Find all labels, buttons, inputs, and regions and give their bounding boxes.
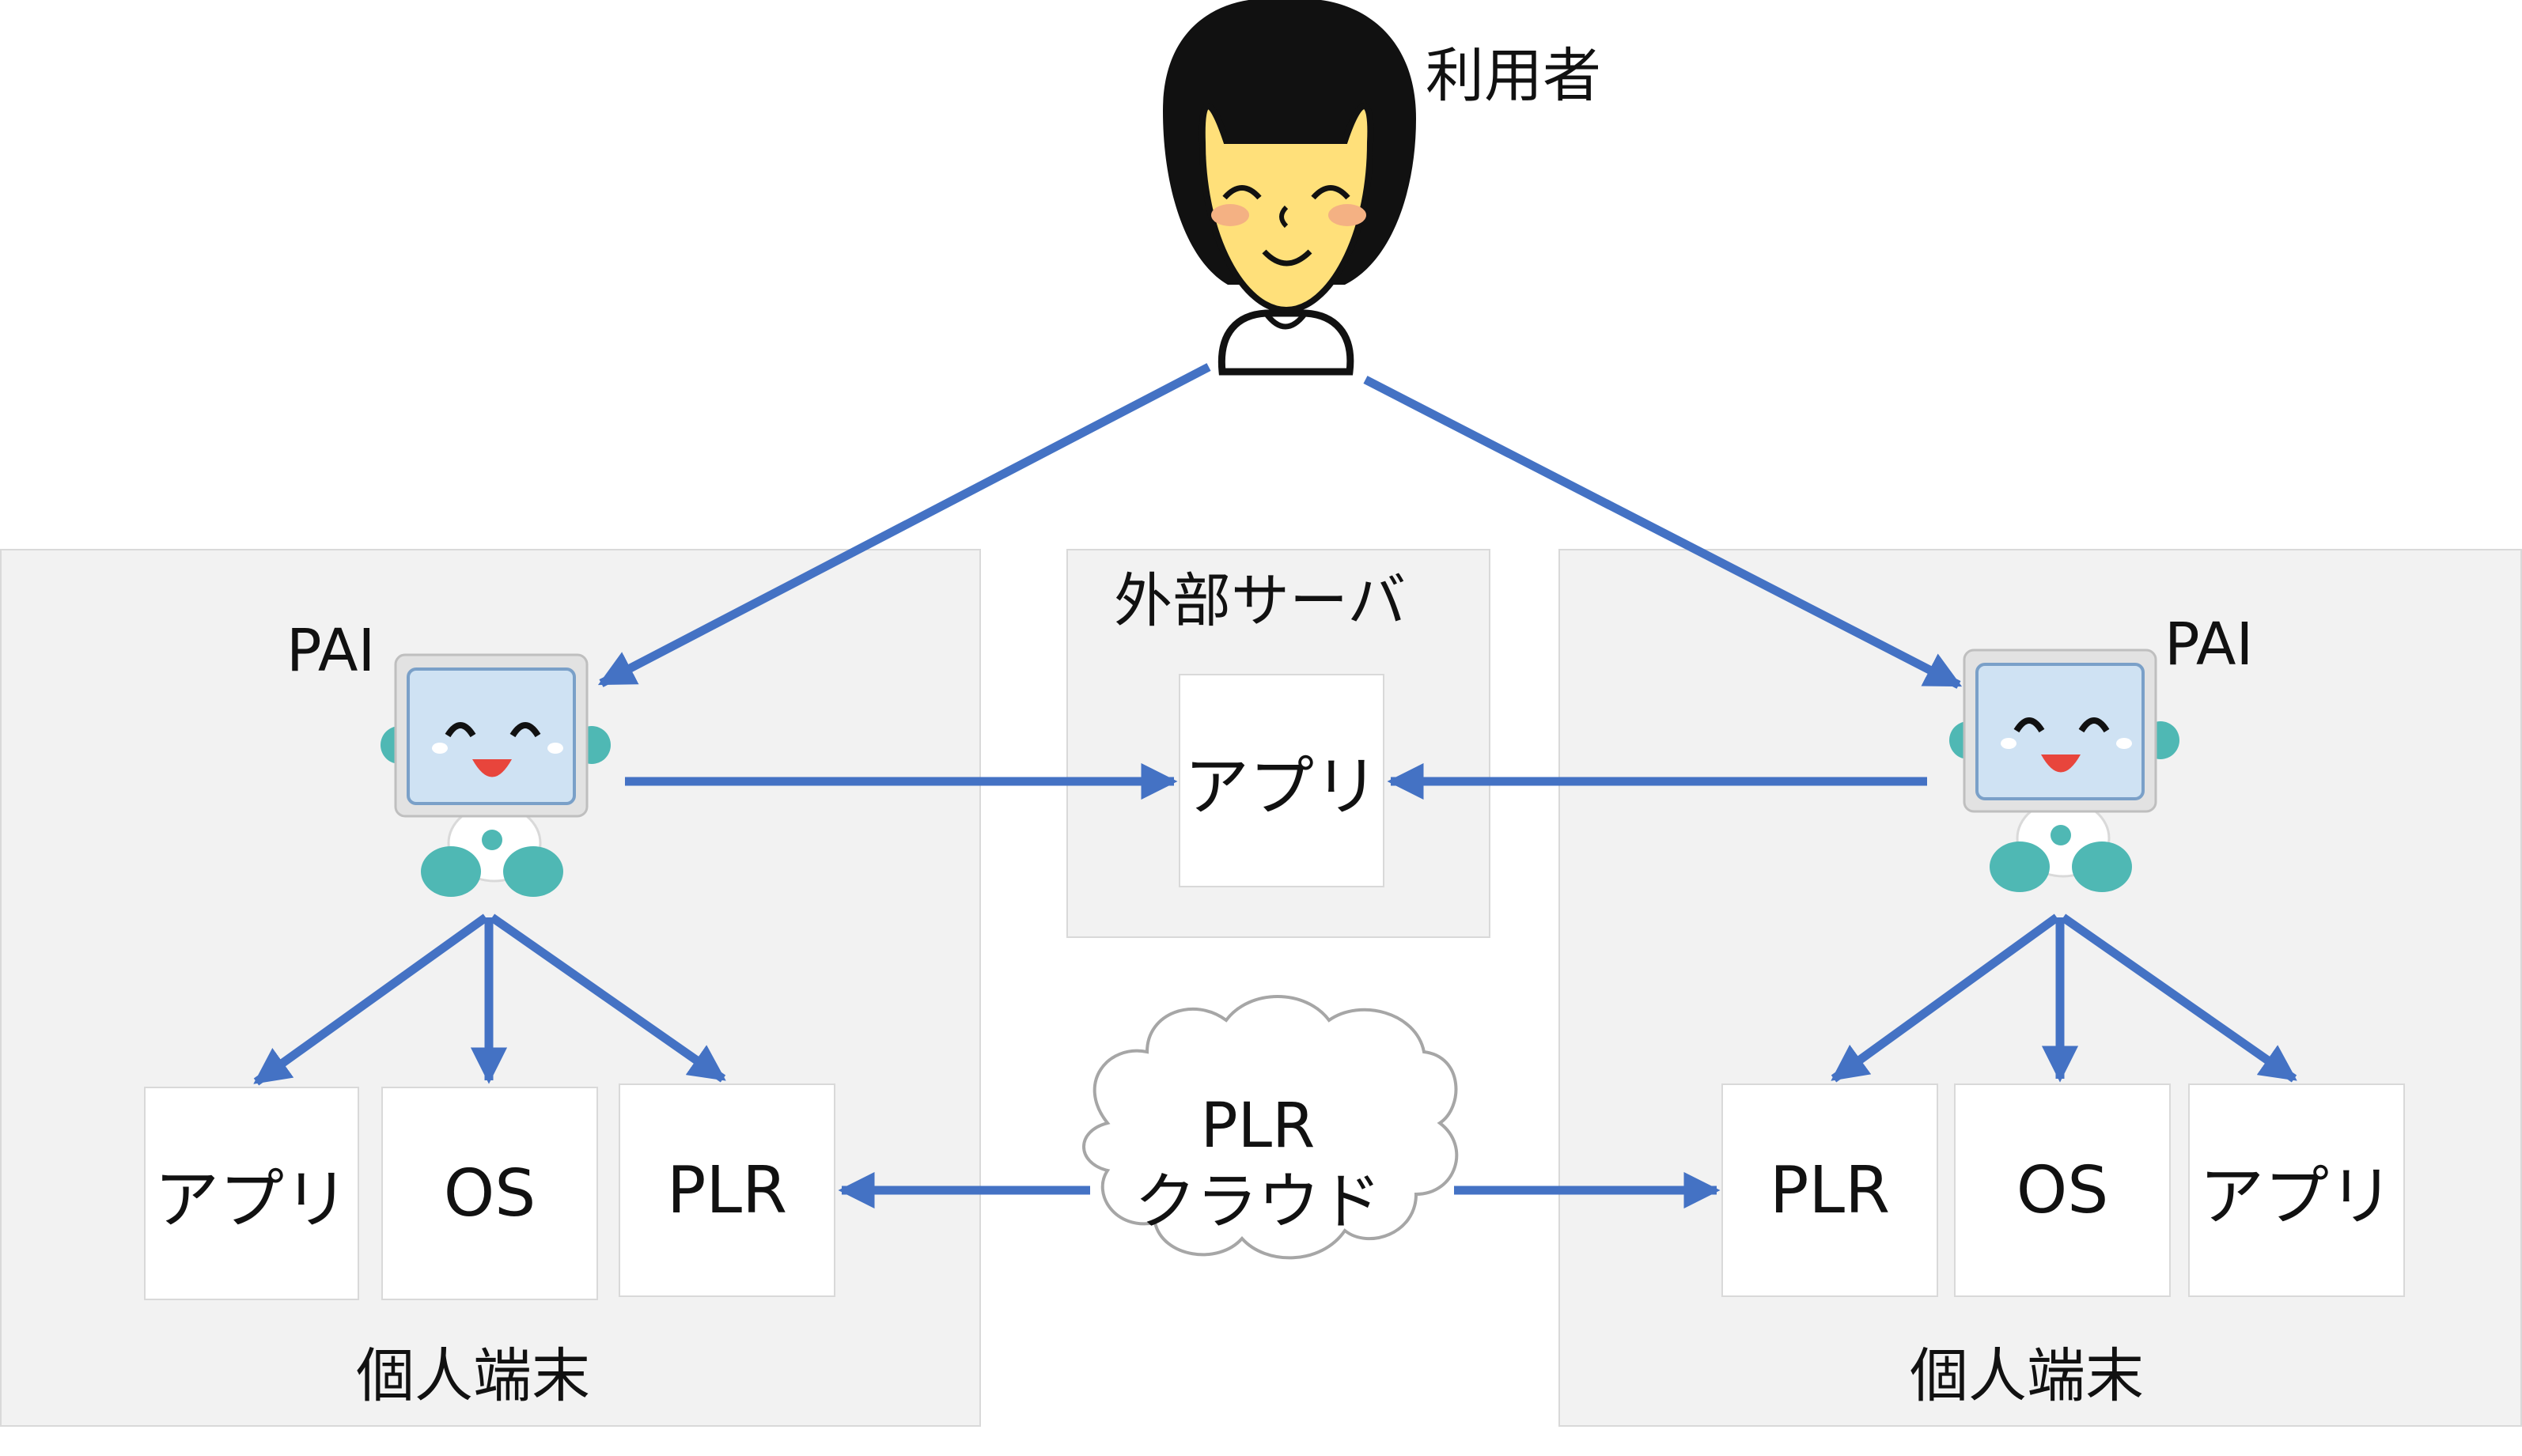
external-app-box: アプリ	[1179, 674, 1384, 887]
arrow-right-pai-to-plr	[1831, 913, 2060, 1083]
left-app-box: アプリ	[144, 1087, 359, 1300]
right-device-footer: 個人端末	[1910, 1342, 2144, 1410]
user-label: 利用者	[1426, 42, 1601, 110]
user-icon	[1163, 0, 1416, 376]
arrow-left-pai-to-plr	[489, 913, 726, 1083]
arrows	[253, 363, 2297, 1209]
right-pai-label: PAI	[2164, 611, 2254, 679]
plr-cloud-shape	[1082, 995, 1459, 1260]
external-server-title: 外部サーバ	[1114, 567, 1407, 635]
right-os-box: OS	[1954, 1083, 2171, 1297]
left-device-footer: 個人端末	[356, 1342, 590, 1410]
left-pai-label: PAI	[286, 617, 376, 685]
right-app-box: アプリ	[2188, 1083, 2405, 1297]
right-pai-robot-icon	[1949, 649, 2179, 892]
cloud-label-line1: PLR	[1201, 1091, 1316, 1162]
left-plr-box: PLR	[619, 1083, 835, 1297]
left-pai-robot-icon	[381, 653, 611, 897]
arrow-user-to-left-pai	[597, 363, 1211, 687]
cloud-label-line2: クラウド	[1134, 1167, 1381, 1238]
arrow-right-pai-to-app	[2060, 913, 2297, 1083]
arrow-left-pai-to-app	[253, 913, 489, 1086]
arrow-user-to-right-pai	[1363, 376, 1963, 689]
right-plr-box: PLR	[1721, 1083, 1938, 1297]
left-os-box: OS	[381, 1087, 598, 1300]
